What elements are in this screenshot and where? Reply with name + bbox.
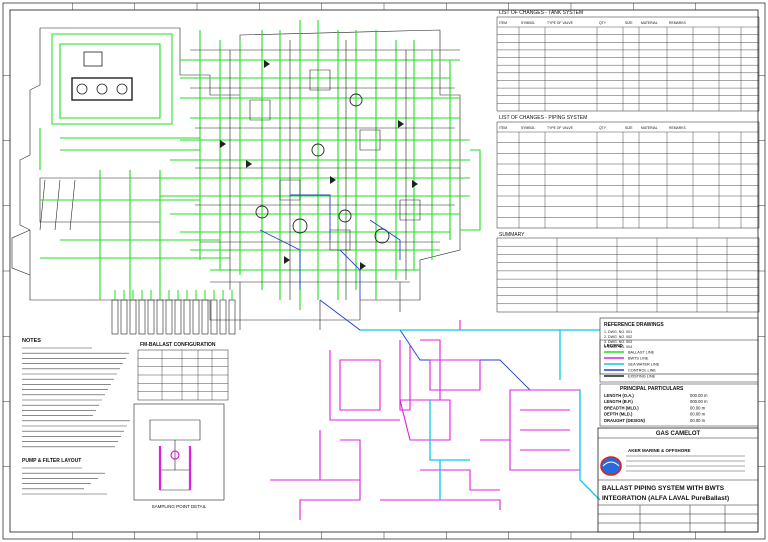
bwts-piping bbox=[270, 320, 581, 520]
reference-title: REFERENCE DRAWINGS bbox=[604, 322, 664, 328]
table-header-cell: REMARKS bbox=[669, 126, 687, 130]
table-a-title: LIST OF CHANGES - TANK SYSTEM bbox=[499, 10, 583, 16]
company-name: AKER MARINE & OFFSHORE bbox=[628, 448, 691, 453]
drawing-title-line2: INTEGRATION (ALFA LAVAL PureBallast) bbox=[602, 495, 729, 502]
company-logo-icon bbox=[600, 456, 622, 476]
table-header-cell: QTY bbox=[599, 21, 607, 25]
table-header-cell: SIZE bbox=[625, 126, 633, 130]
table-b-title: LIST OF CHANGES - PIPING SYSTEM bbox=[499, 115, 587, 121]
table-header-cell: SIZE bbox=[625, 21, 633, 25]
existing-piping bbox=[190, 40, 460, 330]
legend-box: LEGEND BALLAST LINE BWTS LINE SEA WATER LI… bbox=[599, 339, 759, 383]
principal-key: DEPTH (MLD.) bbox=[604, 412, 633, 417]
principal-key: BREADTH (MLD.) bbox=[604, 405, 639, 410]
legend-label: SEA WATER LINE bbox=[628, 363, 660, 367]
detail-title: SAMPLING POINT DETAIL bbox=[152, 504, 207, 509]
table-header-cell: TYPE OF VALVE bbox=[547, 21, 574, 25]
tank-detail bbox=[39, 33, 200, 170]
table-header-cell: SYMBOL bbox=[521, 126, 535, 130]
table-header-cell: MATERIAL bbox=[641, 21, 658, 25]
principal-value: 000.00 m bbox=[690, 399, 708, 404]
notes-title: NOTES bbox=[22, 338, 41, 344]
table-header-cell: MATERIAL bbox=[641, 126, 658, 130]
reference-item: 3. DWG. NO. 003 bbox=[604, 340, 632, 344]
table-header-cell: ITEM bbox=[499, 126, 507, 130]
pump-section-title: PUMP & FILTER LAYOUT bbox=[22, 458, 81, 464]
sampling-detail: SAMPLING POINT DETAIL bbox=[133, 403, 225, 509]
legend-label: BWTS LINE bbox=[628, 357, 649, 361]
valve-list-table-a bbox=[496, 16, 760, 112]
summary-table bbox=[496, 237, 760, 313]
reference-item: 2. DWG. NO. 002 bbox=[604, 335, 632, 339]
logo-wave-icon bbox=[602, 461, 620, 467]
principal-title: PRINCIPAL PARTICULARS bbox=[620, 386, 684, 392]
title-block: GAS CAMELOT AKER MARINE & OFFSHORE BALLA… bbox=[597, 427, 759, 533]
principal-key: LENGTH (B.P.) bbox=[604, 399, 633, 404]
table-header-cell: ITEM bbox=[499, 21, 507, 25]
principal-value: 00.00 m bbox=[690, 412, 706, 417]
hull-outline bbox=[11, 27, 461, 321]
sea-water-lines bbox=[360, 329, 601, 501]
principal-key: DRAUGHT (DESIGN) bbox=[604, 418, 646, 423]
principal-value: 00.00 m bbox=[690, 418, 706, 423]
legend-label: BALLAST LINE bbox=[628, 351, 655, 355]
fm-config-table: FM-BALLAST CONFIGURATION bbox=[137, 342, 229, 401]
legend-label: CONTROL LINE bbox=[628, 369, 656, 373]
table-header-cell: QTY bbox=[599, 126, 607, 130]
drawing-title-line1: BALLAST PIPING SYSTEM WITH BWTS bbox=[602, 485, 725, 492]
notes-block: NOTES PUMP & FILTER LAYOUT bbox=[22, 338, 130, 495]
vessel-name: GAS CAMELOT bbox=[656, 431, 701, 437]
reference-box: REFERENCE DRAWINGS 1. DWG. NO. 001 2. DW… bbox=[599, 317, 759, 375]
principal-particulars: PRINCIPAL PARTICULARS LENGTH (O.A.) 000.0… bbox=[599, 383, 759, 427]
reference-item: 4. DWG. NO. 004 bbox=[604, 345, 632, 349]
summary-title: SUMMARY bbox=[499, 232, 525, 238]
table-header-cell: SYMBOL bbox=[521, 21, 535, 25]
reference-item: 1. DWG. NO. 001 bbox=[604, 330, 632, 334]
pump-bank bbox=[111, 290, 236, 335]
fm-table-title: FM-BALLAST CONFIGURATION bbox=[140, 342, 216, 348]
ballast-piping bbox=[40, 20, 481, 310]
frame-ticks bbox=[3, 3, 765, 539]
table-header-cell: TYPE OF VALVE bbox=[547, 126, 574, 130]
valve-list-table-b bbox=[496, 121, 760, 229]
table-header-cell: REMARKS bbox=[669, 21, 687, 25]
principal-key: LENGTH (O.A.) bbox=[604, 393, 634, 398]
valve-symbols bbox=[220, 60, 418, 270]
legend-title: LEGEND bbox=[604, 343, 624, 348]
principal-value: 00.00 m bbox=[690, 405, 706, 410]
legend-label: EXISTING LINE bbox=[628, 375, 656, 379]
principal-value: 000.00 m bbox=[690, 393, 708, 398]
